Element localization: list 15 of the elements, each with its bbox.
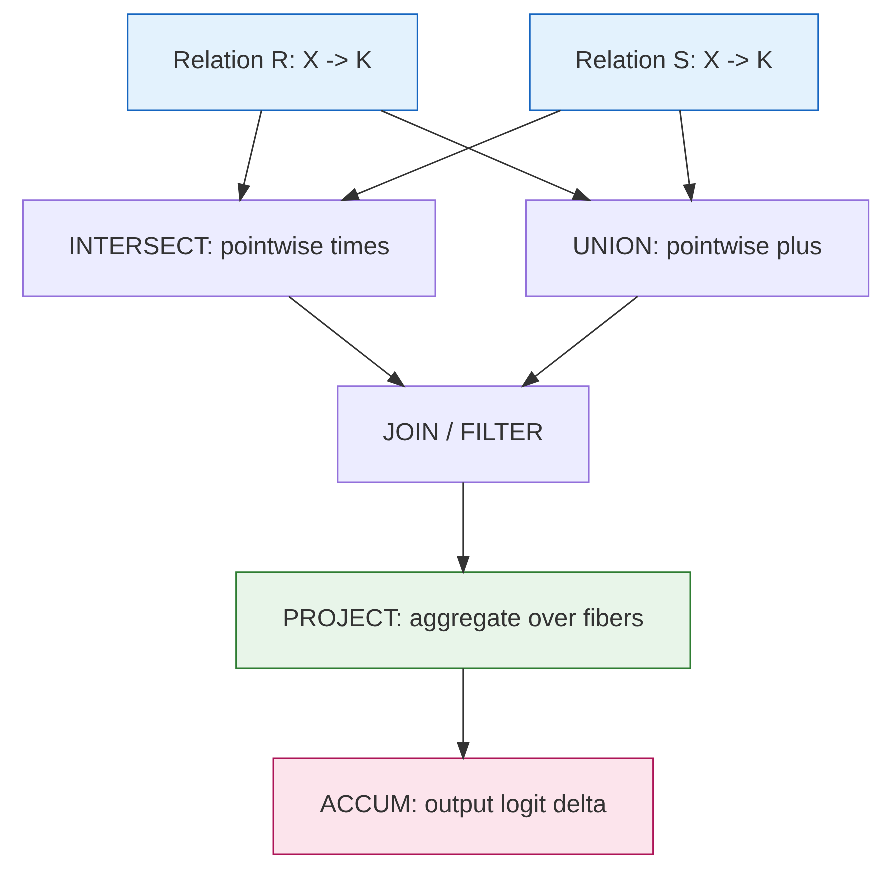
node-box: INTERSECT: pointwise times xyxy=(22,200,436,298)
arrow xyxy=(679,110,696,203)
node-box: PROJECT: aggregate over fibers xyxy=(236,572,692,670)
node-box: Relation S: X -> K xyxy=(529,14,820,112)
arrow xyxy=(456,482,470,575)
arrow xyxy=(340,110,562,202)
node-box: JOIN / FILTER xyxy=(337,386,590,484)
node-box: Relation R: X -> K xyxy=(127,14,418,112)
arrow xyxy=(380,110,592,202)
arrow xyxy=(288,296,406,388)
arrow xyxy=(521,296,638,388)
arrow xyxy=(238,110,262,203)
arrow xyxy=(456,668,470,761)
node-box: ACCUM: output logit delta xyxy=(272,758,654,856)
node-box: UNION: pointwise plus xyxy=(525,200,870,298)
